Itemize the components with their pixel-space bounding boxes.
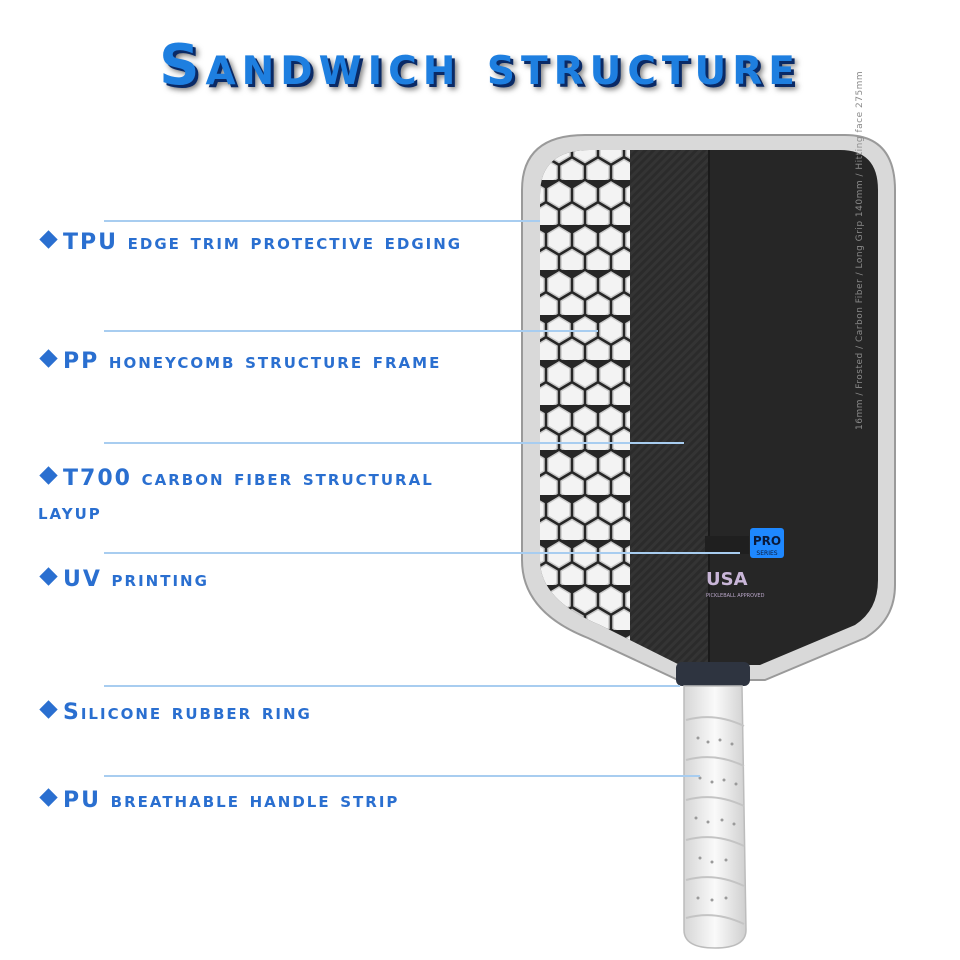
leader-line-uv [104, 552, 740, 554]
spec-print: 16mm / Frosted / Carbon Fiber / Long Gri… [855, 71, 865, 430]
diamond-bullet-icon [39, 466, 58, 485]
pro-badge-text: PRO [753, 534, 781, 548]
leader-line-pp [104, 330, 598, 332]
handle-grip [683, 685, 747, 949]
diamond-bullet-icon [39, 230, 58, 249]
diamond-bullet-icon [39, 788, 58, 807]
feature-item-t700: T700 carbon fiber structural layup [38, 462, 498, 530]
logo-area [705, 536, 749, 554]
feature-label: TPU edge trim protective edging [63, 230, 463, 255]
approved-mark: PICKLEBALL APPROVED [706, 593, 765, 599]
diamond-bullet-icon [39, 567, 58, 586]
page-title: Sandwich structure [159, 33, 801, 98]
diamond-bullet-icon [39, 700, 58, 719]
leader-line-tpu [104, 220, 540, 222]
feature-label: UV printing [63, 567, 209, 592]
leader-line-grip [104, 775, 700, 777]
feature-label: PP honeycomb structure frame [63, 349, 442, 374]
silicone-ring [676, 662, 750, 686]
usa-mark: USA [706, 569, 748, 590]
feature-label: T700 carbon fiber structural layup [38, 466, 434, 525]
leader-line-ring [104, 685, 680, 687]
honeycomb-panel [540, 150, 630, 665]
pro-badge [750, 528, 784, 558]
feature-label: Silicone rubber ring [63, 700, 312, 725]
carbon-weave-stripe [630, 150, 708, 665]
feature-label: PU breathable handle strip [63, 788, 400, 813]
pro-badge-sub: SERIES [756, 550, 777, 557]
diamond-bullet-icon [39, 349, 58, 368]
feature-item-ring: Silicone rubber ring [38, 696, 312, 730]
feature-item-uv: UV printing [38, 563, 209, 597]
feature-item-pp: PP honeycomb structure frame [38, 345, 441, 379]
feature-item-grip: PU breathable handle strip [38, 784, 399, 818]
feature-item-tpu: TPU edge trim protective edging [38, 226, 462, 260]
leader-line-t700 [104, 442, 684, 444]
